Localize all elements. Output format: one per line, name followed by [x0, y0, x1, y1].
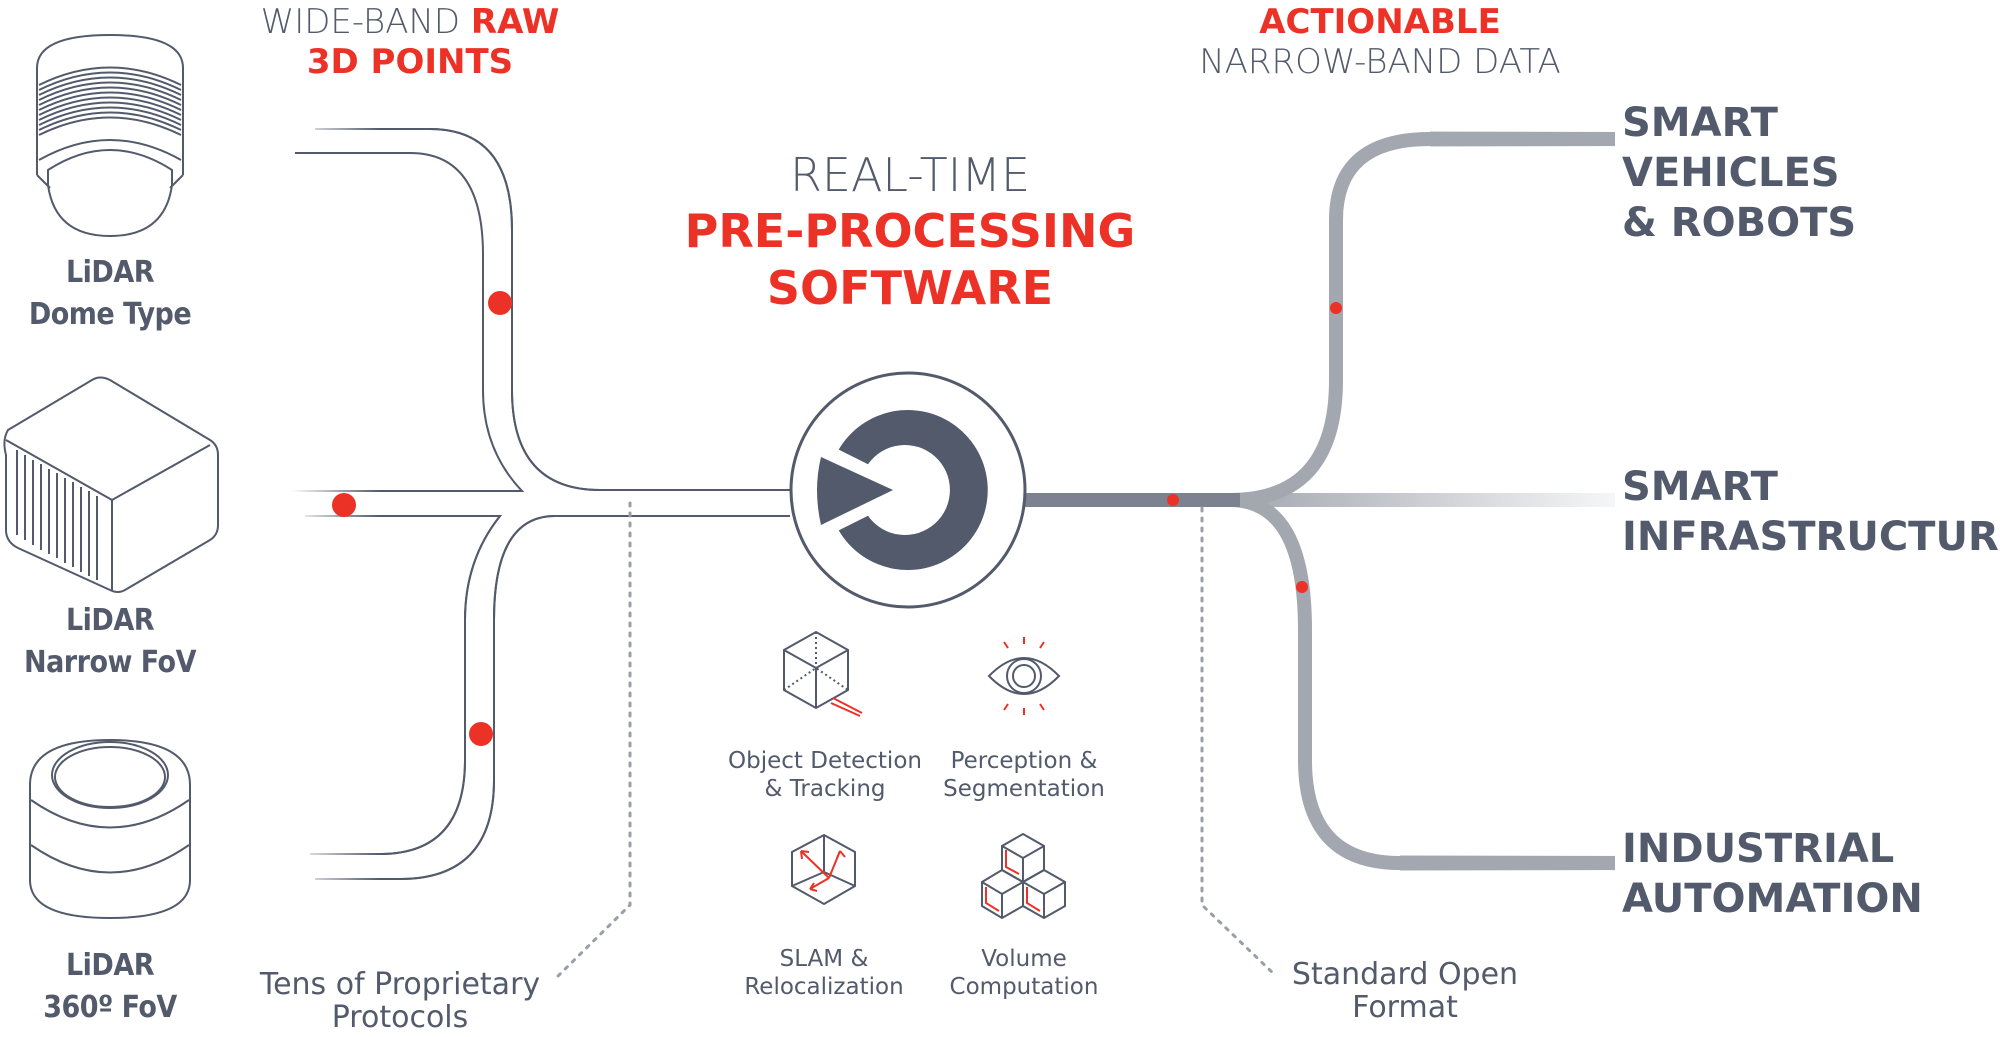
output-smart-vehicles: SMART VEHICLES & ROBOTS: [1622, 98, 2000, 248]
slam-cube-icon: [791, 833, 856, 906]
feature-label-line2: Relocalization: [744, 974, 904, 1000]
output-label-line1: SMART: [1622, 464, 1778, 510]
input-header-regular: WIDE-BAND: [260, 2, 461, 42]
processor-logo-icon: [789, 371, 1027, 609]
output-tracks: [1025, 131, 1615, 871]
eye-icon: [987, 637, 1061, 715]
dotted-connector-left: [554, 501, 632, 980]
center-title-line2: PRE-PROCESSING: [684, 204, 1136, 258]
input-header: WIDE-BAND RAW 3D POINTS: [240, 2, 580, 82]
feature-object-detection: Object Detection & Tracking: [710, 747, 940, 803]
dotted-connector-right: [1200, 506, 1277, 977]
cylinder-lidar-icon: [29, 738, 191, 920]
data-dot: [332, 493, 356, 517]
output-header-regular: NARROW-BAND DATA: [1199, 42, 1561, 82]
track-top: [1229, 132, 1615, 507]
output-label-line2: & ROBOTS: [1622, 200, 1857, 246]
sensor-label-line2: Narrow FoV: [24, 645, 196, 680]
note-line2: Protocols: [331, 1000, 469, 1035]
feature-perception: Perception & Segmentation: [909, 747, 1139, 803]
sensor-label-line2: Dome Type: [28, 297, 192, 332]
note-proprietary-protocols: Tens of Proprietary Protocols: [220, 968, 580, 1034]
dome-lidar-icon: [36, 33, 184, 238]
data-dot: [1330, 302, 1342, 314]
track-bottom: [1229, 493, 1615, 870]
data-dot: [488, 291, 512, 315]
input-header-line2: 3D POINTS: [306, 42, 514, 82]
output-label-line1: SMART VEHICLES: [1622, 100, 1840, 196]
note-line1: Tens of Proprietary: [259, 967, 541, 1002]
feature-label-line1: Object Detection: [728, 748, 922, 774]
output-header-emphasis: ACTIONABLE: [1259, 2, 1501, 42]
feature-label-line2: Segmentation: [943, 776, 1105, 802]
output-industrial-automation: INDUSTRIAL AUTOMATION: [1622, 824, 1923, 924]
center-title: REAL-TIME PRE-PROCESSING SOFTWARE: [660, 148, 1160, 316]
data-dot: [1296, 581, 1308, 593]
note-line1: Standard Open: [1291, 957, 1519, 992]
sensor-label-dome: LiDAR Dome Type: [0, 252, 220, 336]
output-smart-infrastructure: SMART INFRASTRUCTURE: [1622, 462, 2000, 562]
input-header-emphasis: RAW: [470, 2, 560, 42]
data-dot: [469, 722, 493, 746]
box-lidar-icon: [3, 376, 219, 593]
feature-label-line2: & Tracking: [764, 776, 886, 802]
feature-label-line2: Computation: [949, 974, 1099, 1000]
sensor-label-line1: LiDAR: [65, 255, 155, 290]
sensor-label-narrow: LiDAR Narrow FoV: [0, 600, 220, 684]
sensor-label-360: LiDAR 360º FoV: [0, 945, 220, 1029]
feature-label-line1: SLAM &: [779, 946, 869, 972]
sensor-label-line1: LiDAR: [65, 948, 155, 983]
center-title-line1: REAL-TIME: [789, 148, 1031, 202]
output-label-line1: INDUSTRIAL: [1622, 826, 1895, 872]
stacked-cubes-icon: [981, 832, 1066, 920]
output-header: ACTIONABLE NARROW-BAND DATA: [1170, 2, 1590, 82]
road-upper-inner-edge: [295, 152, 525, 492]
input-road: [290, 128, 790, 880]
sensor-label-line2: 360º FoV: [43, 990, 177, 1025]
output-label-line2: INFRASTRUCTURE: [1622, 514, 2000, 560]
feature-label-line1: Perception &: [950, 748, 1098, 774]
feature-volume: Volume Computation: [909, 945, 1139, 1001]
cube-detection-icon: [783, 630, 863, 717]
road-left-bottom-edge: [305, 515, 503, 855]
feature-label-line1: Volume: [981, 946, 1067, 972]
note-line2: Format: [1352, 990, 1458, 1025]
sensor-label-line1: LiDAR: [65, 603, 155, 638]
feature-slam: SLAM & Relocalization: [709, 945, 939, 1001]
center-title-line3: SOFTWARE: [766, 261, 1054, 315]
note-standard-open-format: Standard Open Format: [1260, 958, 1550, 1024]
output-label-line2: AUTOMATION: [1622, 876, 1923, 922]
data-dot: [1167, 494, 1179, 506]
road-lower-outer-edge: [315, 515, 790, 880]
